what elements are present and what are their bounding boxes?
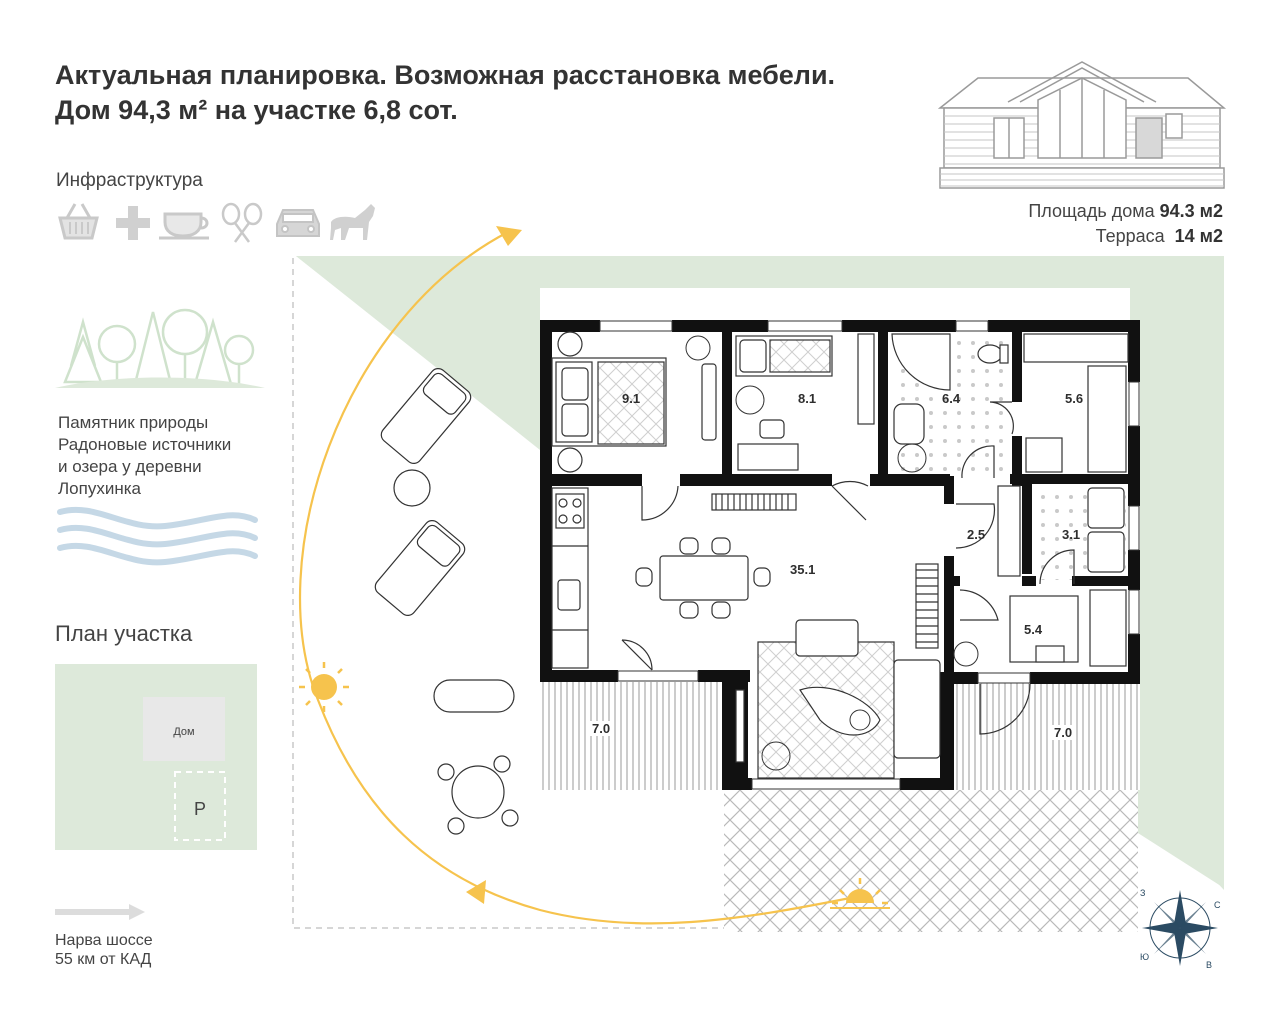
windows xyxy=(599,320,1140,790)
compass-label-e: С xyxy=(1214,900,1221,910)
horse-icon xyxy=(330,204,375,240)
infrastructure-label: Инфраструктура xyxy=(56,170,203,191)
terrace-right xyxy=(950,682,1140,790)
plants xyxy=(685,335,979,771)
compass-label-s: В xyxy=(1206,960,1212,970)
green-zone-wedge xyxy=(296,256,540,448)
water-waves-illustration xyxy=(57,506,258,566)
room-area-living: 35.1 xyxy=(790,562,816,577)
page-title: Актуальная планировка. Возможная расстан… xyxy=(55,58,835,128)
road-description: Нарва шоссе 55 км от КАД xyxy=(55,931,153,969)
plus-icon xyxy=(116,206,150,240)
room-area-bathroom: 6.4 xyxy=(942,391,961,406)
room-area-small: 5.4 xyxy=(1024,622,1043,637)
house-area-value: 94.3 м2 xyxy=(1159,201,1223,221)
compass-label-w: Ю xyxy=(1140,952,1149,962)
sun-path xyxy=(299,231,851,925)
kitchen-furniture xyxy=(551,487,589,669)
house-area-label: Площадь дома xyxy=(1028,201,1155,221)
area-summary: Площадь дома 94.3 м2 Терраса 14 м2 xyxy=(1028,199,1223,249)
site-parking-label: P xyxy=(194,799,206,819)
room-area-terrace-left: 7.0 xyxy=(590,721,613,736)
door-swings xyxy=(621,401,1075,735)
sun-icon-west xyxy=(299,662,349,712)
site-plan-label: План участка xyxy=(55,621,193,646)
bedroom3-furniture xyxy=(1023,333,1129,473)
road-line-2: 55 км от КАД xyxy=(55,951,152,968)
coffee-cup-icon xyxy=(159,212,209,240)
wc-furniture xyxy=(1087,487,1125,573)
nature-line-4: Лопухинка xyxy=(58,479,141,498)
small-room-furniture xyxy=(1009,589,1127,667)
walls xyxy=(540,320,1140,790)
road-line-1: Нарва шоссе xyxy=(55,932,153,949)
site-house-label: Дом xyxy=(173,726,194,738)
site-plan-map: Дом P xyxy=(55,664,257,850)
title-line-1: Актуальная планировка. Возможная расстан… xyxy=(55,60,836,90)
bedroom1-furniture xyxy=(551,331,717,473)
nature-description: Памятник природы Радоновые источники и о… xyxy=(58,412,231,500)
nature-line-2: Радоновые источники xyxy=(58,435,232,454)
terrace-left xyxy=(540,682,722,790)
room-area-bedroom1: 9.1 xyxy=(622,391,641,406)
terrace-area-label: Терраса xyxy=(1095,226,1165,246)
terrace-area-row: Терраса 14 м2 xyxy=(1028,224,1223,249)
living-furniture xyxy=(635,493,941,763)
forest-illustration xyxy=(55,308,265,388)
compass-rose-icon: З С В Ю xyxy=(1140,888,1221,970)
room-area-bedroom2: 8.1 xyxy=(798,391,817,406)
road-arrow-icon xyxy=(55,904,145,920)
basket-icon xyxy=(58,203,99,240)
room-area-terrace-right: 7.0 xyxy=(1052,725,1075,740)
room-area-bedroom3: 5.6 xyxy=(1065,391,1084,406)
green-zone-right xyxy=(1130,256,1224,890)
house-area-row: Площадь дома 94.3 м2 xyxy=(1028,199,1223,224)
bathroom-furniture xyxy=(891,333,1009,445)
hall-wardrobe xyxy=(997,485,1021,577)
site-boundary xyxy=(292,258,725,929)
sun-icon-south xyxy=(830,878,890,909)
nature-line-3: и озера у деревни xyxy=(58,457,202,476)
sun-path-arrow-top xyxy=(496,226,522,246)
site-parking xyxy=(174,771,226,841)
site-house xyxy=(143,697,225,761)
house-facade-illustration xyxy=(938,61,1227,189)
bedroom2-furniture xyxy=(735,333,875,471)
room-area-hall: 2.5 xyxy=(967,527,986,542)
outdoor-furniture xyxy=(374,368,519,835)
tennis-rackets-icon xyxy=(221,202,263,243)
nature-line-1: Памятник природы xyxy=(58,413,209,432)
terrace-area-value: 14 м2 xyxy=(1174,226,1223,246)
car-icon xyxy=(276,209,320,237)
room-area-wc: 3.1 xyxy=(1062,527,1081,542)
title-line-2: Дом 94,3 м² на участке 6,8 сот. xyxy=(55,95,458,125)
sun-path-arrow-bottom xyxy=(466,880,486,904)
compass-label-n: З xyxy=(1140,888,1145,898)
infrastructure-icons xyxy=(58,202,375,243)
